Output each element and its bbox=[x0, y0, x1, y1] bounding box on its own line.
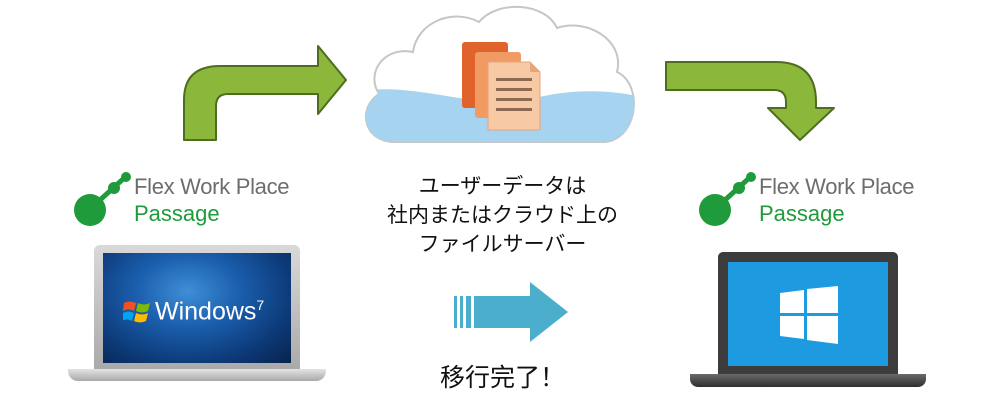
brand-title: Flex Work Place bbox=[134, 174, 290, 199]
cloud-storage-icon bbox=[355, 0, 645, 152]
windows-logo-icon bbox=[780, 286, 838, 344]
windows10-laptop bbox=[690, 252, 926, 388]
download-arrow-icon bbox=[664, 60, 844, 142]
laptop-base bbox=[68, 369, 326, 381]
passage-logo-icon bbox=[74, 172, 131, 226]
brand-title: Flex Work Place bbox=[759, 174, 915, 199]
left-brand-logo: Flex Work Place Passage bbox=[72, 168, 312, 238]
migration-arrow-icon bbox=[452, 280, 572, 344]
windows7-laptop: Windows7 bbox=[68, 245, 326, 383]
brand-product-name: Passage bbox=[759, 201, 845, 226]
laptop-screen: Windows7 bbox=[103, 253, 291, 363]
migration-complete-label: 移行完了！ bbox=[440, 363, 566, 392]
windows-flag-icon bbox=[123, 301, 150, 323]
windows7-desktop: Windows7 bbox=[103, 253, 291, 363]
laptop-base bbox=[690, 374, 926, 387]
documents-icon bbox=[462, 42, 541, 131]
storage-caption: ユーザーデータは 社内またはクラウド上の ファイルサーバー bbox=[340, 172, 665, 259]
caption-line-1: ユーザーデータは bbox=[418, 174, 587, 198]
os-name: Windows bbox=[155, 297, 257, 326]
laptop-lid bbox=[718, 252, 898, 374]
caption-line-3: ファイルサーバー bbox=[418, 232, 587, 256]
passage-logo-icon bbox=[699, 172, 756, 226]
windows-wordmark: Windows7 bbox=[155, 297, 264, 326]
laptop-screen bbox=[728, 262, 888, 366]
brand-product-name: Passage bbox=[134, 201, 220, 226]
laptop-lid: Windows7 bbox=[94, 245, 300, 369]
right-brand-logo: Flex Work Place Passage bbox=[697, 168, 937, 238]
caption-line-2: 社内またはクラウド上の bbox=[387, 203, 618, 227]
upload-arrow-icon bbox=[180, 42, 350, 142]
os-version: 7 bbox=[256, 297, 265, 313]
